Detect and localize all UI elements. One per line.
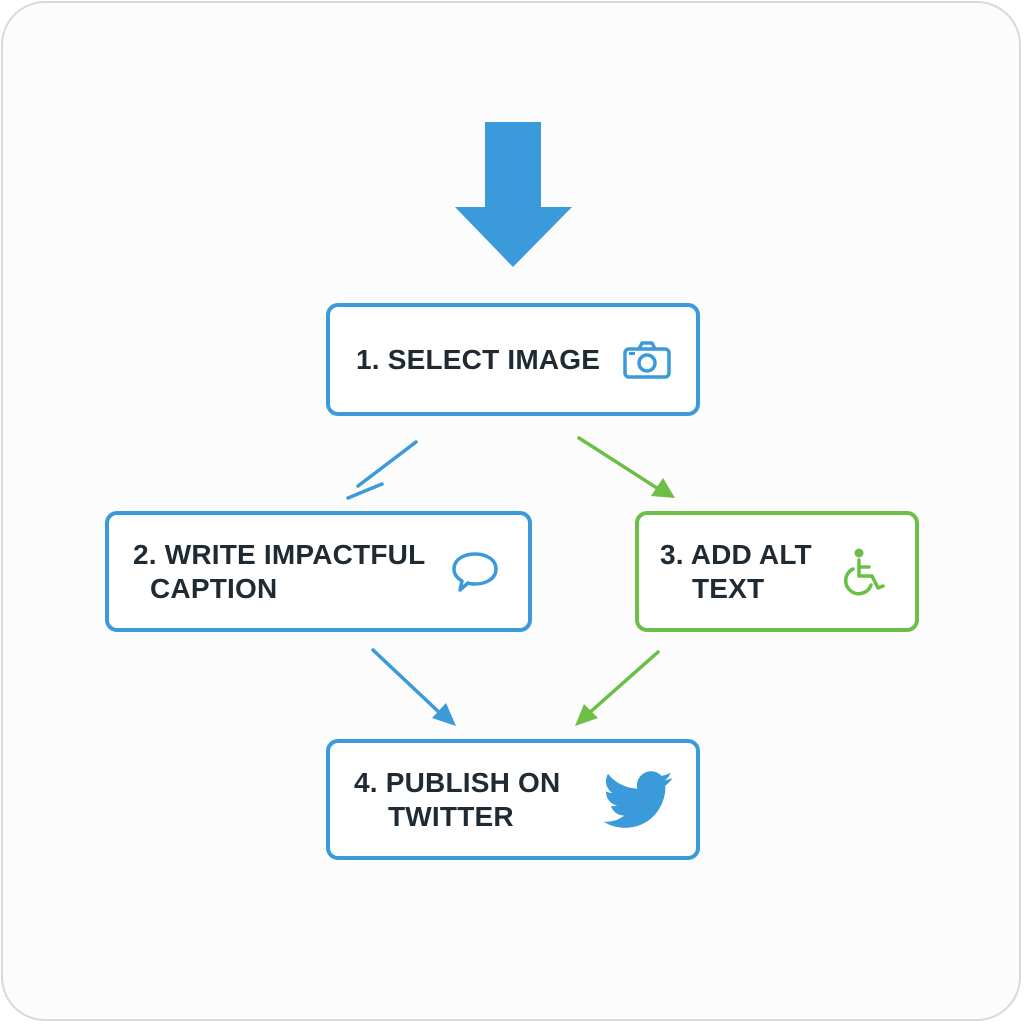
step-4-publish-twitter: 4. PUBLISH ON TWITTER [326, 739, 700, 860]
camera-icon [622, 340, 672, 380]
arrow-step1-to-step3 [577, 436, 675, 498]
speech-bubble-icon [450, 550, 500, 594]
step-3-line-2: TEXT [692, 572, 765, 604]
step-3-line-1: 3. ADD ALT [660, 538, 812, 570]
step-2-line-1: 2. WRITE IMPACTFUL [133, 538, 426, 570]
step-2-line-2: CAPTION [150, 572, 278, 604]
step-4-line-1: 4. PUBLISH ON [354, 766, 561, 798]
step-2-label: 2. WRITE IMPACTFUL CAPTION [133, 538, 425, 606]
step-1-select-image: 1. SELECT IMAGE [326, 303, 700, 416]
arrow-step1-to-step2 [346, 440, 418, 500]
accessibility-icon [841, 547, 887, 597]
step-3-add-alt-text: 3. ADD ALT TEXT [635, 511, 919, 632]
twitter-bird-icon [604, 770, 674, 829]
step-3-label: 3. ADD ALT TEXT [660, 538, 812, 606]
step-1-label: 1. SELECT IMAGE [356, 343, 600, 377]
step-1-line-1: 1. SELECT IMAGE [356, 343, 601, 375]
entry-arrow [455, 122, 572, 267]
step-4-line-2: TWITTER [388, 800, 514, 832]
arrow-step2-to-step4 [371, 648, 456, 726]
step-2-write-caption: 2. WRITE IMPACTFUL CAPTION [105, 511, 532, 632]
arrow-step3-to-step4 [575, 650, 660, 726]
step-4-label: 4. PUBLISH ON TWITTER [354, 766, 560, 834]
